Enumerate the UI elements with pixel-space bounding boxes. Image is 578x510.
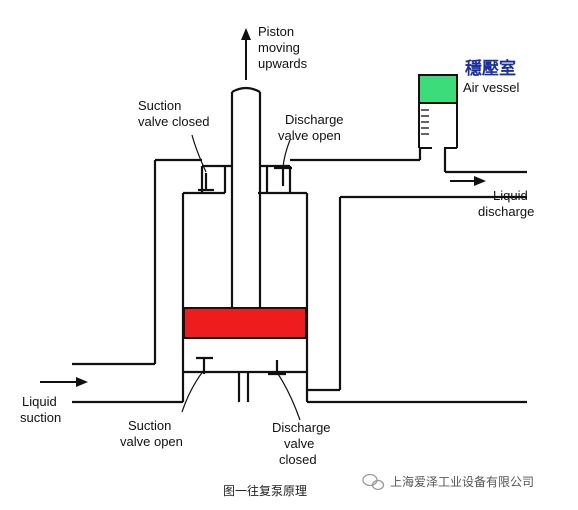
liquid-suction-label-line2: suction [20, 410, 61, 425]
suction-bottom-label-line1: Suction [128, 418, 171, 433]
label-liquid-discharge: Liquid discharge [478, 188, 534, 219]
air-vessel-label: Air vessel [463, 80, 519, 95]
liquid-suction-label-line1: Liquid [22, 394, 57, 409]
piston-label-line2: moving [258, 40, 300, 55]
air-vessel [418, 74, 458, 149]
wechat-icon [362, 473, 385, 491]
label-leaders [181, 134, 301, 421]
piston-label-line3: upwards [258, 56, 308, 71]
figure-caption: 图一往复泵原理 [223, 483, 307, 498]
watermark-company-name: 上海爱泽工业设备有限公司 [390, 474, 534, 489]
liquid-level-marks [421, 109, 429, 135]
valve-box-top [200, 164, 292, 193]
discharge-valve-bottom [268, 360, 286, 376]
flow-arrows [40, 28, 486, 387]
discharge-bottom-label-line3: closed [279, 452, 317, 467]
discharge-top-label-line2: valve open [278, 128, 341, 143]
label-suction-valve-closed: Suction valve closed [138, 98, 210, 129]
suction-top-label-line1: Suction [138, 98, 181, 113]
valve-box-bottom [181, 372, 309, 402]
suction-top-label-line2: valve closed [138, 114, 210, 129]
air-vessel-air-space [418, 74, 458, 104]
pump-body [181, 191, 309, 374]
piston [183, 307, 307, 339]
label-discharge-valve-closed: Discharge valve closed [272, 420, 331, 467]
liquid-discharge-label-line2: discharge [478, 204, 534, 219]
suction-valve-top [198, 173, 214, 192]
label-piston-moving-upwards: Piston moving upwards [258, 24, 308, 71]
label-discharge-valve-open: Discharge valve open [278, 112, 344, 143]
discharge-top-label-line1: Discharge [285, 112, 344, 127]
suction-pipe [72, 160, 527, 404]
watermark: 上海爱泽工业设备有限公司 [362, 473, 534, 491]
discharge-bottom-label-line1: Discharge [272, 420, 331, 435]
piston-label-line1: Piston [258, 24, 294, 39]
suction-valve-bottom [196, 356, 213, 374]
air-vessel-chinese-label: 穩壓室 [465, 58, 516, 79]
label-suction-valve-open: Suction valve open [120, 418, 183, 449]
label-liquid-suction: Liquid suction [20, 394, 61, 425]
discharge-pipe [155, 148, 527, 390]
liquid-discharge-label-line1: Liquid [493, 188, 528, 203]
discharge-bottom-label-line2: valve [284, 436, 314, 451]
piston-rod [223, 86, 269, 308]
suction-bottom-label-line2: valve open [120, 434, 183, 449]
